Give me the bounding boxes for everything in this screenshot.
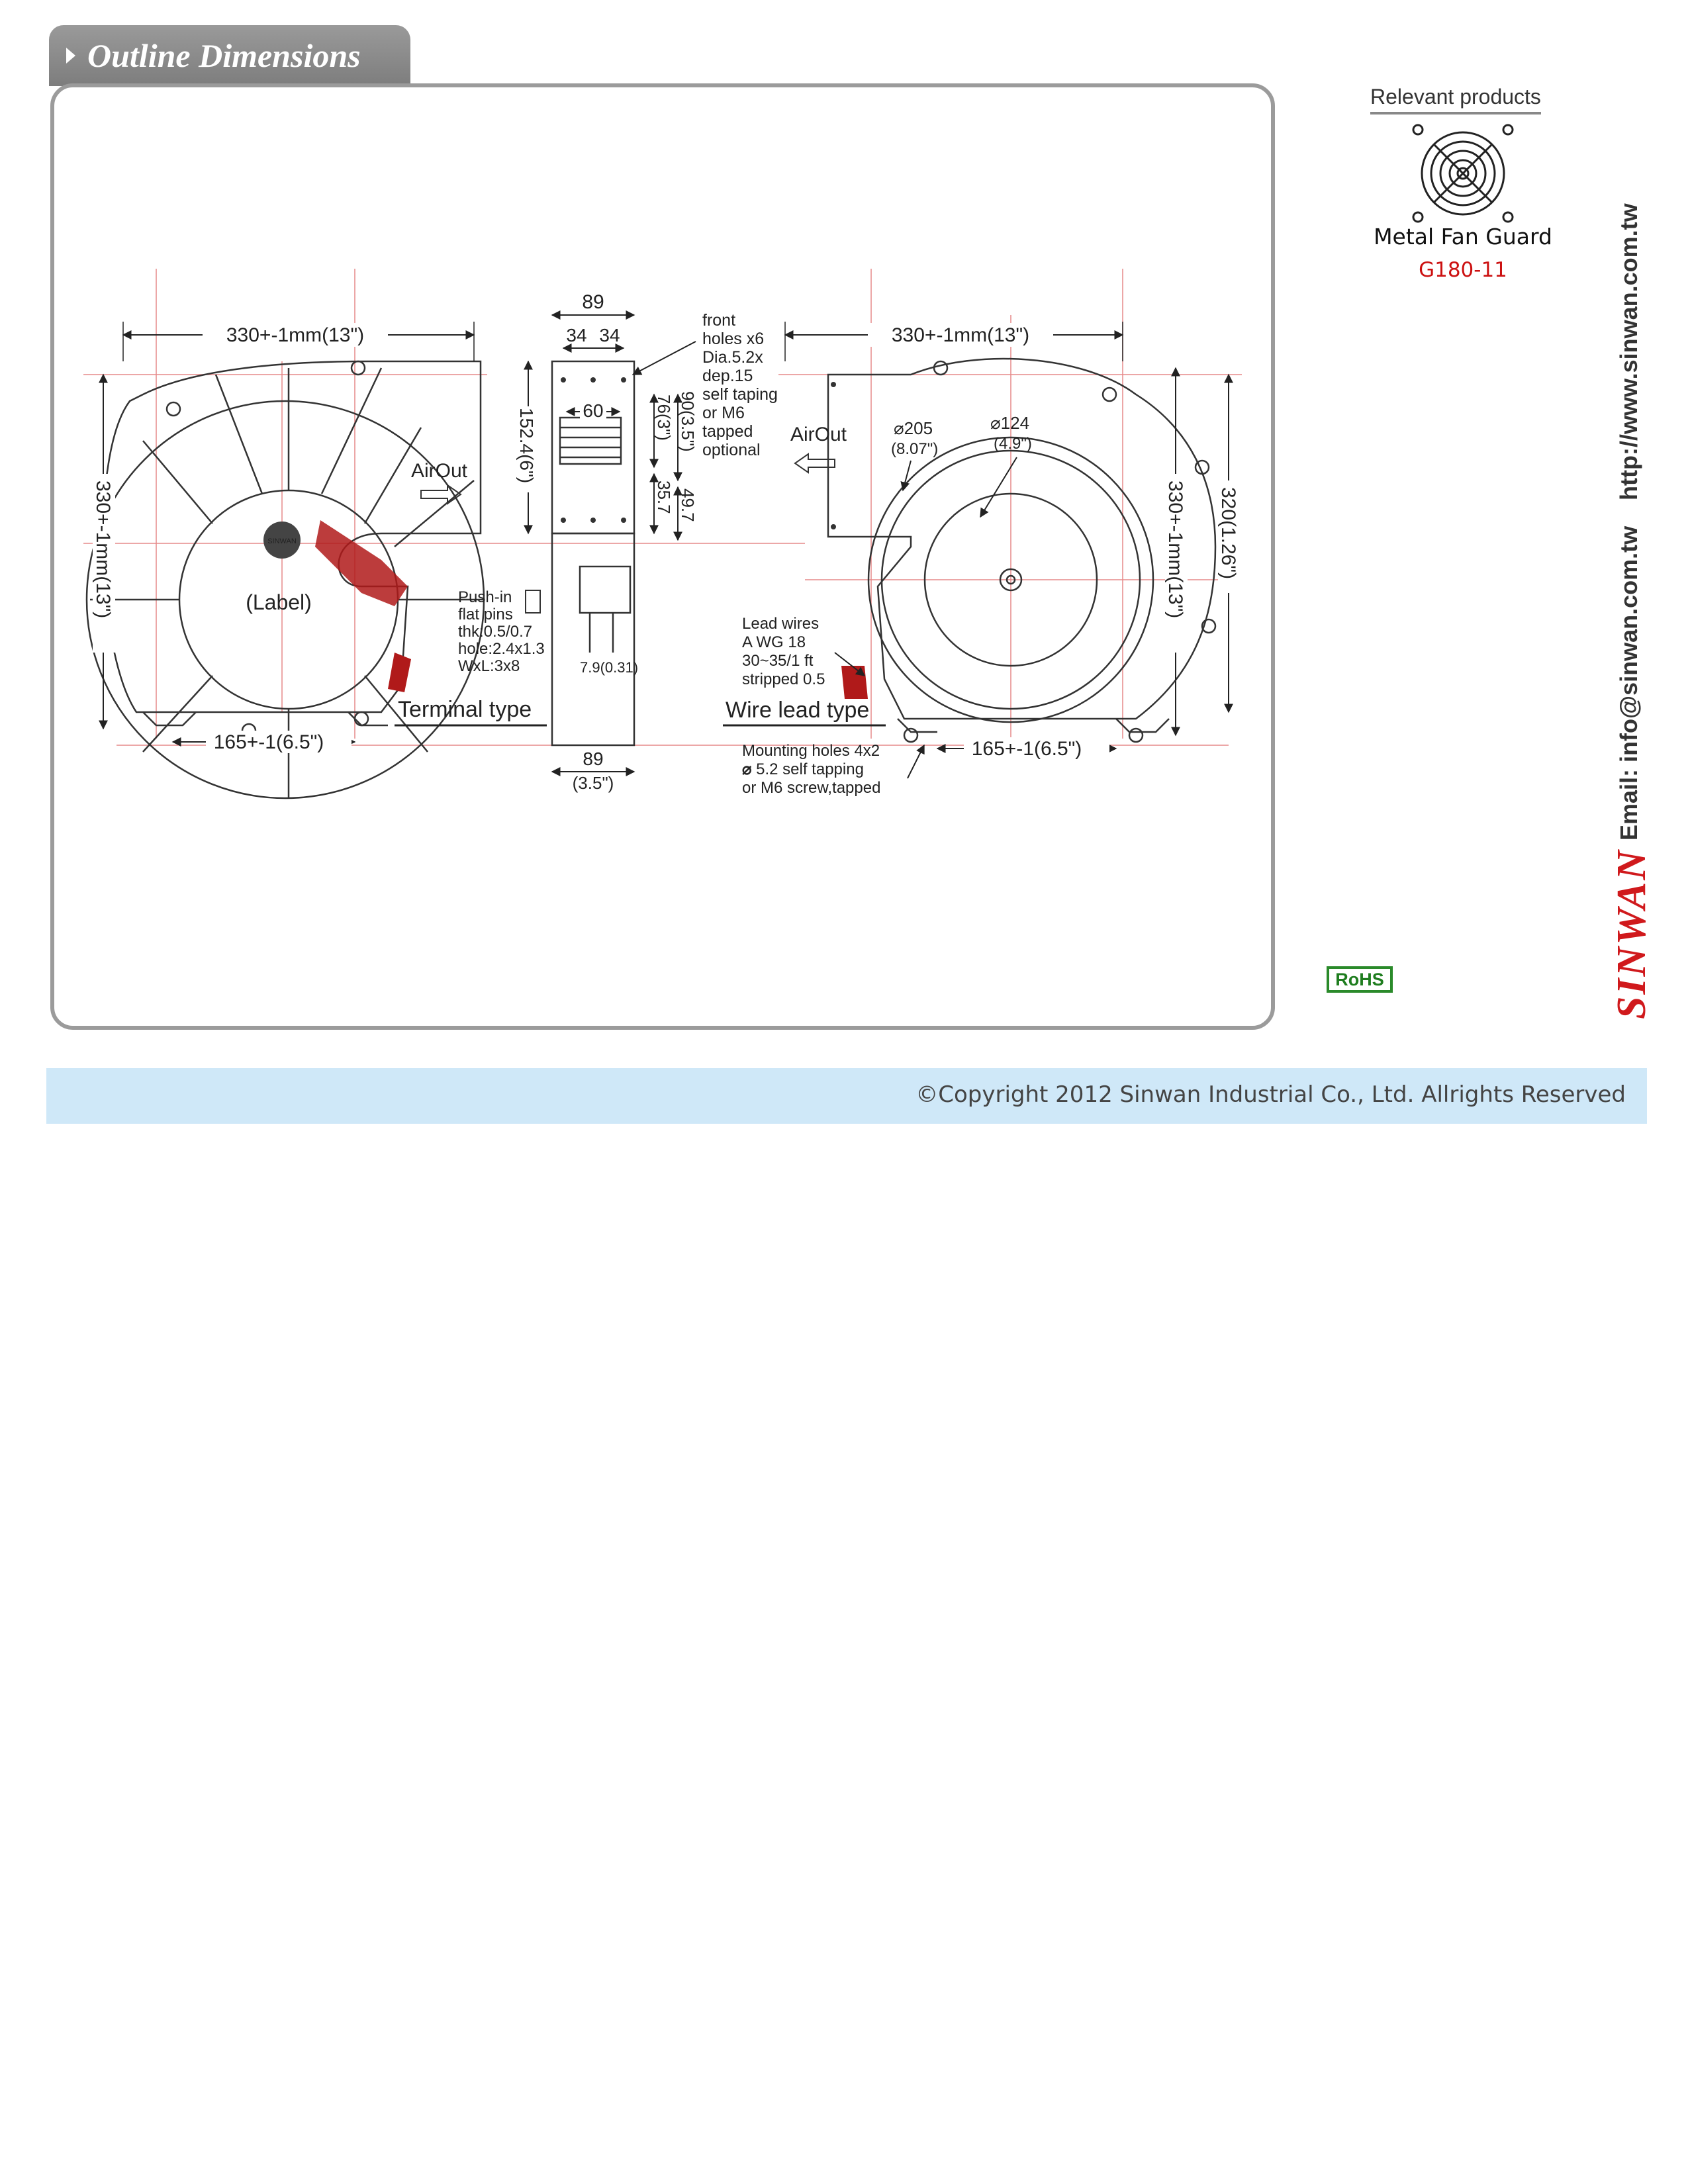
holes-note: front holes x6 Dia.5.2x dep.15 self tapi…: [702, 311, 778, 459]
dim-76: 76(3"): [654, 394, 674, 441]
svg-text:WxL:3x8: WxL:3x8: [458, 657, 520, 675]
label-text: (Label): [246, 590, 312, 614]
copyright-text: ©Copyright 2012 Sinwan Industrial Co., L…: [915, 1081, 1626, 1108]
rohs-badge: RoHS: [1327, 966, 1393, 993]
fan-guard-icon[interactable]: [1403, 120, 1523, 226]
relevant-products-title: Relevant products: [1370, 85, 1541, 114]
airflow-label-left: AirOut: [411, 460, 468, 482]
svg-text:self taping: self taping: [702, 385, 778, 404]
inner-width-dim: 60: [583, 400, 603, 421]
terminal-strip: [315, 520, 408, 606]
mount-note: Mounting holes 4x2 ⌀ 5.2 self tapping or…: [742, 742, 880, 797]
section-tab: Outline Dimensions: [49, 25, 410, 86]
section-title: Outline Dimensions: [87, 37, 361, 74]
terminal-note: Push-in flat pins thk:0.5/0.7 hole:2.4x1…: [458, 588, 545, 675]
website-url[interactable]: http://www.sinwan.com.tw: [1615, 203, 1642, 500]
svg-text:A WG 18: A WG 18: [742, 633, 806, 651]
svg-text:Push-in: Push-in: [458, 588, 512, 606]
side-bottom-dim: 89: [583, 749, 603, 769]
left-width-dim: 330+-1mm(13"): [226, 324, 364, 346]
product-code[interactable]: G180-11: [1419, 258, 1507, 282]
drawing-frame: [50, 83, 1275, 1030]
pin-symbol-icon: [525, 590, 541, 614]
svg-text:tapped: tapped: [702, 422, 753, 441]
email-address[interactable]: Email: info@sinwan.com.tw: [1615, 525, 1642, 841]
lead-note: Lead wires A WG 18 30~35/1 ft stripped 0…: [742, 615, 825, 688]
hole-spacing-a: 34: [566, 325, 586, 345]
side-bottom-dim-in: (3.5"): [573, 773, 614, 793]
svg-text:or M6 screw,tapped: or M6 screw,tapped: [742, 779, 880, 797]
svg-text:or M6: or M6: [702, 404, 745, 422]
footer-bar: ©Copyright 2012 Sinwan Industrial Co., L…: [46, 1068, 1647, 1124]
label-logo: SINWAN: [267, 537, 297, 545]
left-bottom-dim: 165+-1(6.5"): [214, 731, 324, 753]
dim-49: 49.7: [678, 488, 698, 522]
triangle-right-icon: [66, 48, 75, 64]
svg-text:stripped 0.5: stripped 0.5: [742, 670, 825, 688]
svg-text:thk:0.5/0.7: thk:0.5/0.7: [458, 623, 532, 641]
right-height-dim: 330+-1mm(13"): [1164, 480, 1186, 618]
svg-text:flat pins: flat pins: [458, 606, 513, 623]
dim-90: 90(3.5"): [678, 391, 698, 452]
hole-spacing-b: 34: [599, 325, 620, 345]
product-name[interactable]: Metal Fan Guard: [1374, 224, 1552, 250]
dia-inner-in: (4.9"): [994, 435, 1032, 453]
side-top-dim: 89: [582, 291, 604, 313]
svg-text:dep.15: dep.15: [702, 367, 753, 385]
right-height-dim-2: 320(1.26"): [1217, 487, 1239, 579]
brand-logo: SINWAN: [1609, 848, 1654, 1019]
right-view: AirOut ⌀205 (8.07") ⌀124 (4.9") 330+-1mm…: [723, 322, 1241, 797]
svg-text:Dia.5.2x: Dia.5.2x: [702, 348, 763, 367]
svg-text:Lead wires: Lead wires: [742, 615, 819, 633]
dia-outer-in: (8.07"): [891, 440, 938, 458]
svg-text:30~35/1 ft: 30~35/1 ft: [742, 652, 814, 670]
svg-text:front: front: [702, 311, 735, 330]
right-bottom-dim: 165+-1(6.5"): [972, 738, 1082, 760]
svg-text:Mounting holes 4x2: Mounting holes 4x2: [742, 742, 880, 760]
lead-wire: [841, 666, 868, 699]
left-view: SINWAN (Label) AirOut 330+-1mm(13") 330+…: [85, 322, 547, 799]
airflow-label-right: AirOut: [790, 424, 847, 445]
dim-35: 35.7: [654, 480, 674, 514]
technical-drawing-svg: SINWAN (Label) AirOut 330+-1mm(13") 330+…: [83, 269, 1242, 799]
dia-outer-label: ⌀205: [894, 418, 933, 438]
airflow-arrow-icon: [420, 484, 462, 505]
terminal-type-label: Terminal type: [398, 697, 532, 722]
outline-drawing: SINWAN (Label) AirOut 330+-1mm(13") 330+…: [50, 83, 1275, 1030]
side-view: 89 34 34 60 152.4(6") 76(3") 90(3.5") 35…: [516, 291, 778, 793]
svg-text:holes x6: holes x6: [702, 330, 764, 348]
right-width-dim: 330+-1mm(13"): [892, 324, 1029, 346]
svg-text:hole:2.4x1.3: hole:2.4x1.3: [458, 640, 545, 658]
side-height-dim: 152.4(6"): [516, 408, 537, 483]
wire-lead-type-label: Wire lead type: [726, 698, 869, 723]
airflow-arrow-left-icon: [794, 453, 835, 474]
svg-text:optional: optional: [702, 441, 761, 459]
terminal-pin: [388, 653, 411, 692]
dia-inner-label: ⌀124: [990, 413, 1029, 433]
pin-dim: 7.9(0.31): [580, 659, 638, 676]
left-height-dim: 330+-1mm(13"): [92, 480, 114, 618]
mount-note-dia: ⌀ 5.2 self tapping: [742, 760, 864, 778]
